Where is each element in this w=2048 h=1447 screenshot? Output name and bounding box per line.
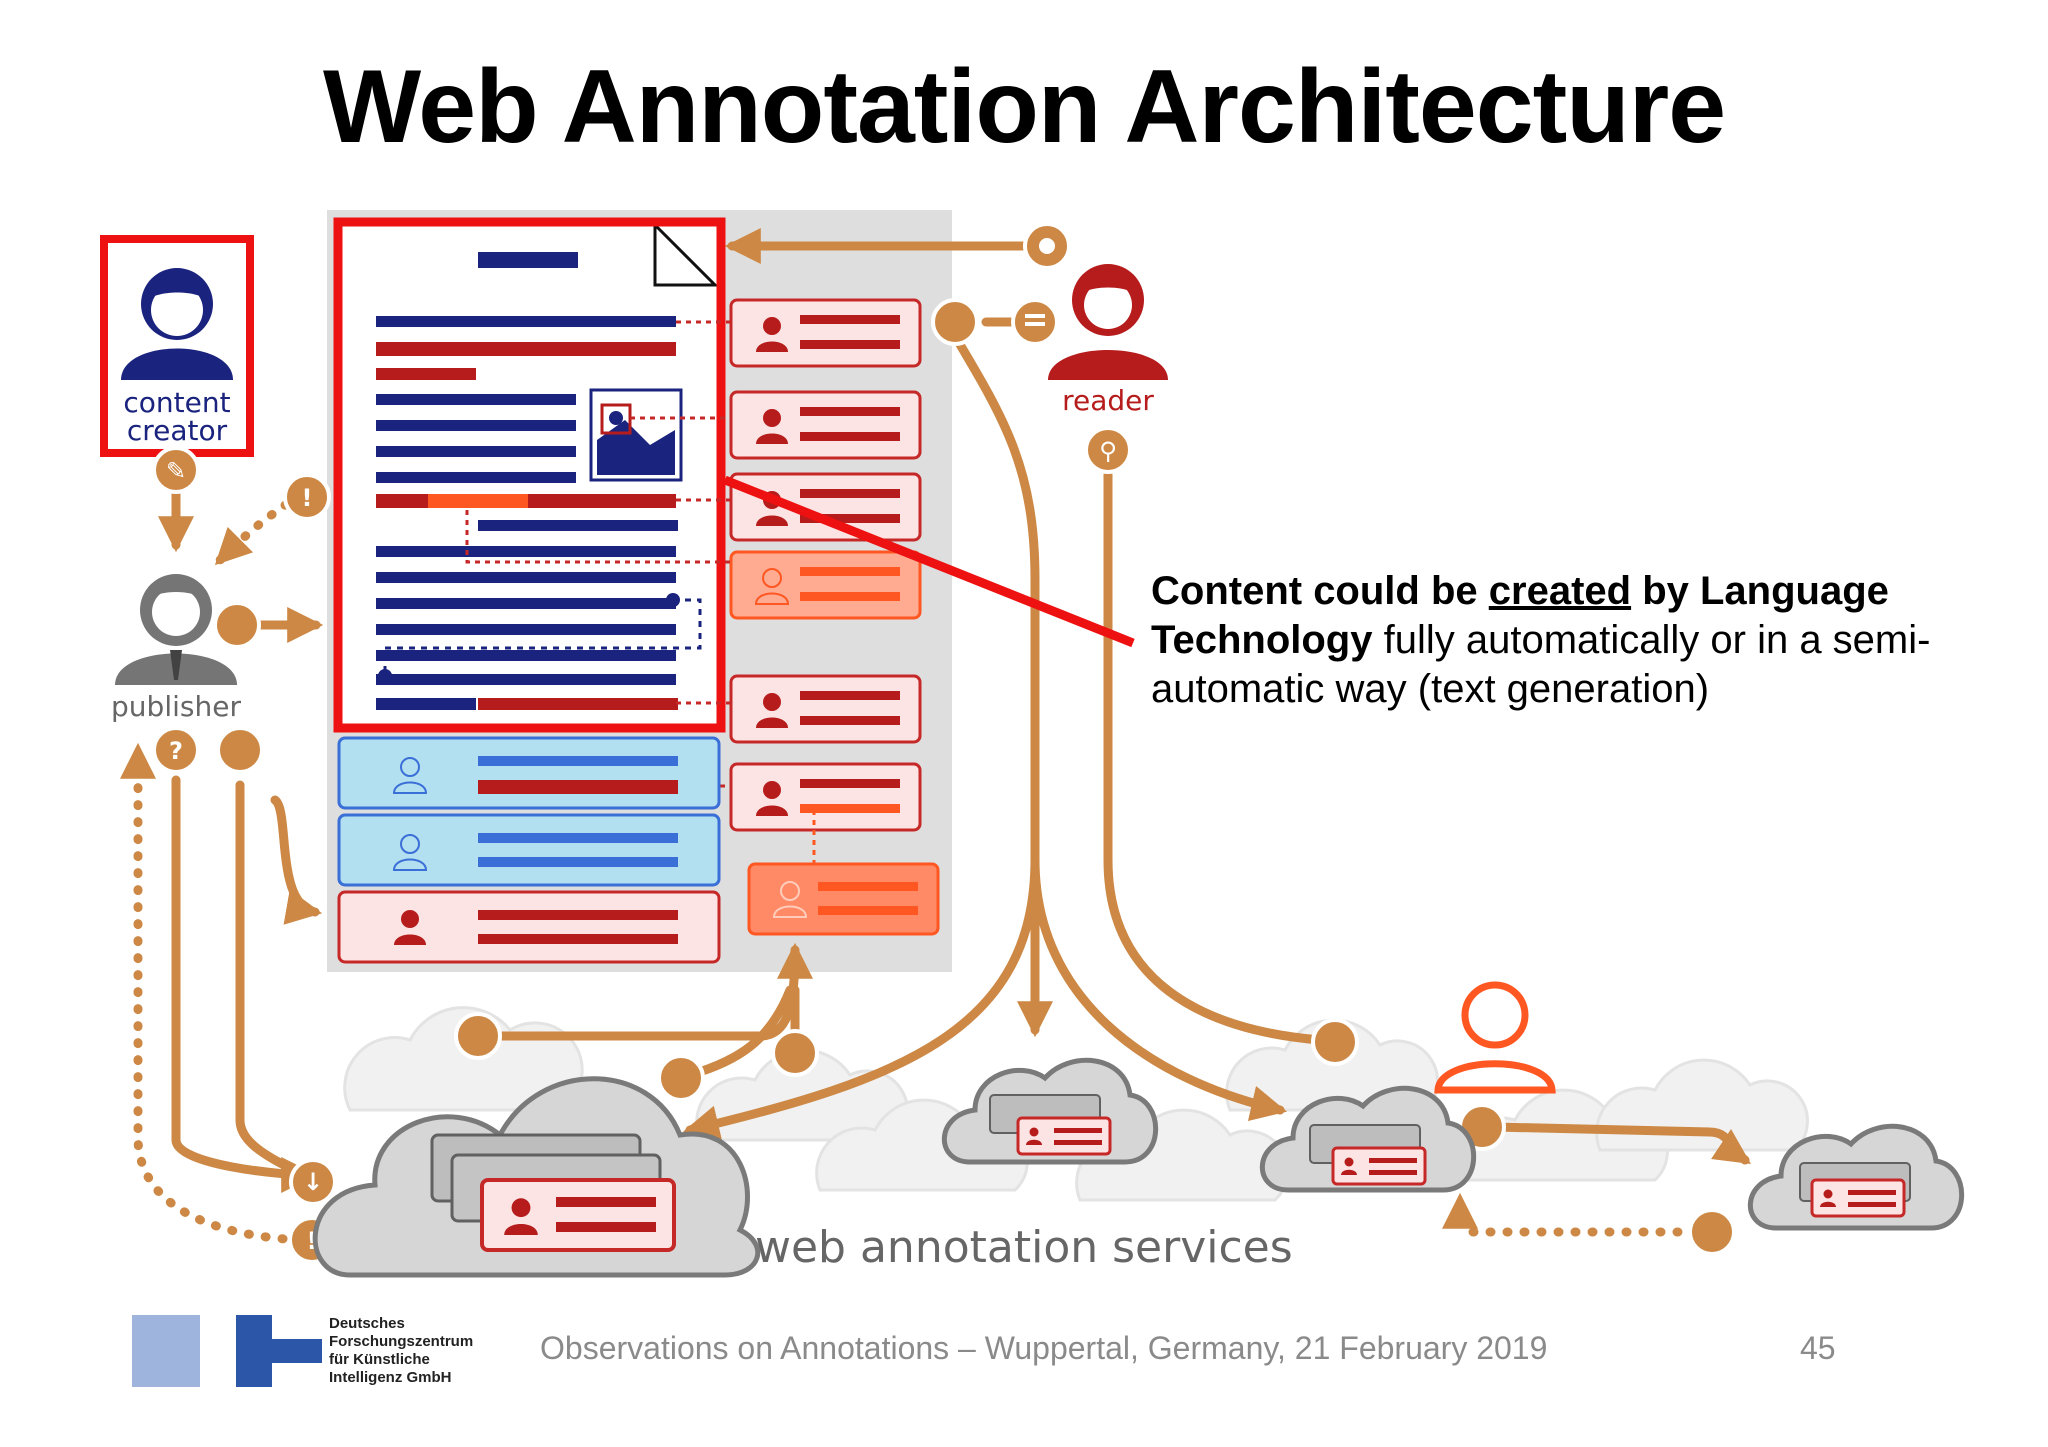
- logo-line: Forschungszentrum: [329, 1333, 474, 1350]
- callout-pointer-line: [723, 475, 1135, 648]
- refresh-icon: [1688, 1208, 1736, 1256]
- annotation-card: [729, 762, 922, 832]
- feed-icon: [454, 1012, 502, 1060]
- callout-part2: created: [1488, 569, 1632, 613]
- svg-text:↓: ↓: [303, 1168, 323, 1196]
- svg-text:✎: ✎: [166, 457, 186, 485]
- annotation-card: [729, 390, 922, 460]
- content-creator-icon: [121, 268, 233, 380]
- annotation-card: [729, 674, 922, 744]
- annotation-bubble-icon: [931, 298, 979, 346]
- document-text-lines: [376, 252, 678, 710]
- dashed-connectors: [465, 320, 816, 864]
- feed-icon: [1311, 1018, 1359, 1066]
- logo-line: für Künstliche: [329, 1351, 430, 1368]
- publisher-icon: [115, 574, 237, 685]
- search-icon: [1084, 426, 1132, 474]
- dfki-logo: [132, 1315, 322, 1387]
- svg-text:⚲: ⚲: [1099, 437, 1117, 465]
- page-number: 45: [1800, 1330, 1836, 1366]
- edit-icon: [152, 446, 200, 494]
- highlight-document-box: [333, 217, 726, 733]
- cloud-medium: [1259, 1085, 1477, 1193]
- callout-part1: Content could be: [1151, 569, 1489, 613]
- reader-label: reader: [1062, 384, 1154, 417]
- help-icon: [152, 726, 200, 774]
- dfki-logo-text: Deutsches Forschungszentrum für Künstlic…: [329, 1315, 499, 1387]
- red-annotation-block: [337, 890, 721, 964]
- annotation-cards: [729, 298, 940, 936]
- services-label: web annotation services: [755, 1222, 1293, 1273]
- reader-icon: [1048, 264, 1168, 380]
- publisher-label: publisher: [111, 690, 241, 723]
- annotation-card: [729, 298, 922, 368]
- alert-icon: [283, 473, 331, 521]
- logo-line: Deutsches: [329, 1315, 405, 1332]
- callout-text: Content could be created by Language Tec…: [1151, 567, 2031, 714]
- blue-annotation-block: [337, 813, 721, 887]
- footer-text: Observations on Annotations – Wuppertal,…: [540, 1330, 1548, 1366]
- cloud-medium: [1747, 1123, 1965, 1231]
- blue-annotation-block: [337, 736, 721, 810]
- annotation-bubble-icon: [216, 726, 264, 774]
- annotation-bubble-icon: [213, 601, 261, 649]
- cloud-medium: [941, 1057, 1159, 1165]
- feed-icon: [657, 1054, 705, 1102]
- cloud-large: [312, 1076, 761, 1278]
- callout-part4: fully automatically or in a semi-automat…: [1151, 618, 1931, 711]
- annotation-card-orange: [747, 862, 940, 936]
- svg-text:!: !: [307, 1227, 318, 1255]
- feed-icon: [771, 1029, 819, 1077]
- annotation-card-orange: [729, 550, 922, 620]
- document-fold: [653, 221, 719, 287]
- annotation-card: [729, 472, 922, 542]
- dotted-flow-arrows: [120, 490, 1700, 1245]
- annotator-outline-icon: [1434, 981, 1556, 1094]
- download-icon: [289, 1158, 337, 1206]
- content-creator-label-2: creator: [127, 414, 228, 447]
- slide-title: Web Annotation Architecture: [322, 49, 1726, 165]
- svg-text:?: ?: [169, 737, 183, 765]
- callout-part3: by Language Technology: [1151, 569, 1889, 662]
- svg-text:!: !: [302, 484, 313, 512]
- logo-line: Intelligenz GmbH: [329, 1369, 452, 1386]
- content-creator-label-1: content: [123, 386, 230, 419]
